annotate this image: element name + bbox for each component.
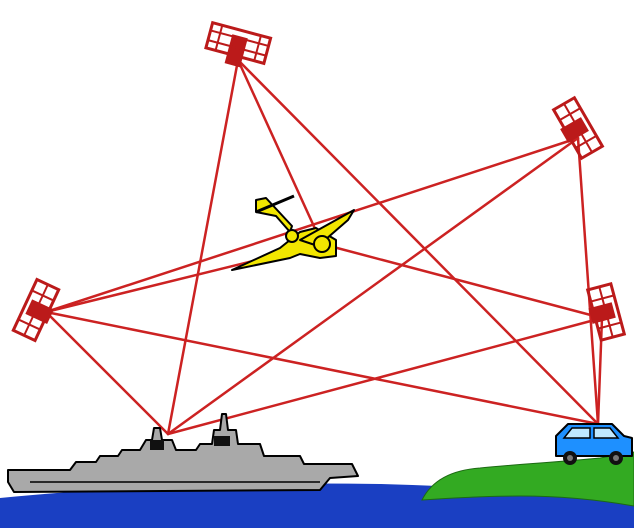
- satellite-top: [203, 23, 270, 73]
- airplane-icon: [232, 196, 354, 270]
- warship-icon: [8, 414, 358, 492]
- link-sat-top-right-vehicle: [578, 138, 598, 424]
- link-sat-right-aircraft: [322, 244, 602, 318]
- satellite-top-right: [550, 98, 602, 160]
- link-sat-right-ship: [168, 318, 602, 434]
- link-sat-top-right-ship: [168, 138, 578, 434]
- link-sat-left-ship: [46, 312, 168, 434]
- link-sat-top-right-sat-left: [46, 138, 578, 312]
- link-sat-left-vehicle: [46, 312, 598, 424]
- link-sat-top-ship: [168, 60, 238, 434]
